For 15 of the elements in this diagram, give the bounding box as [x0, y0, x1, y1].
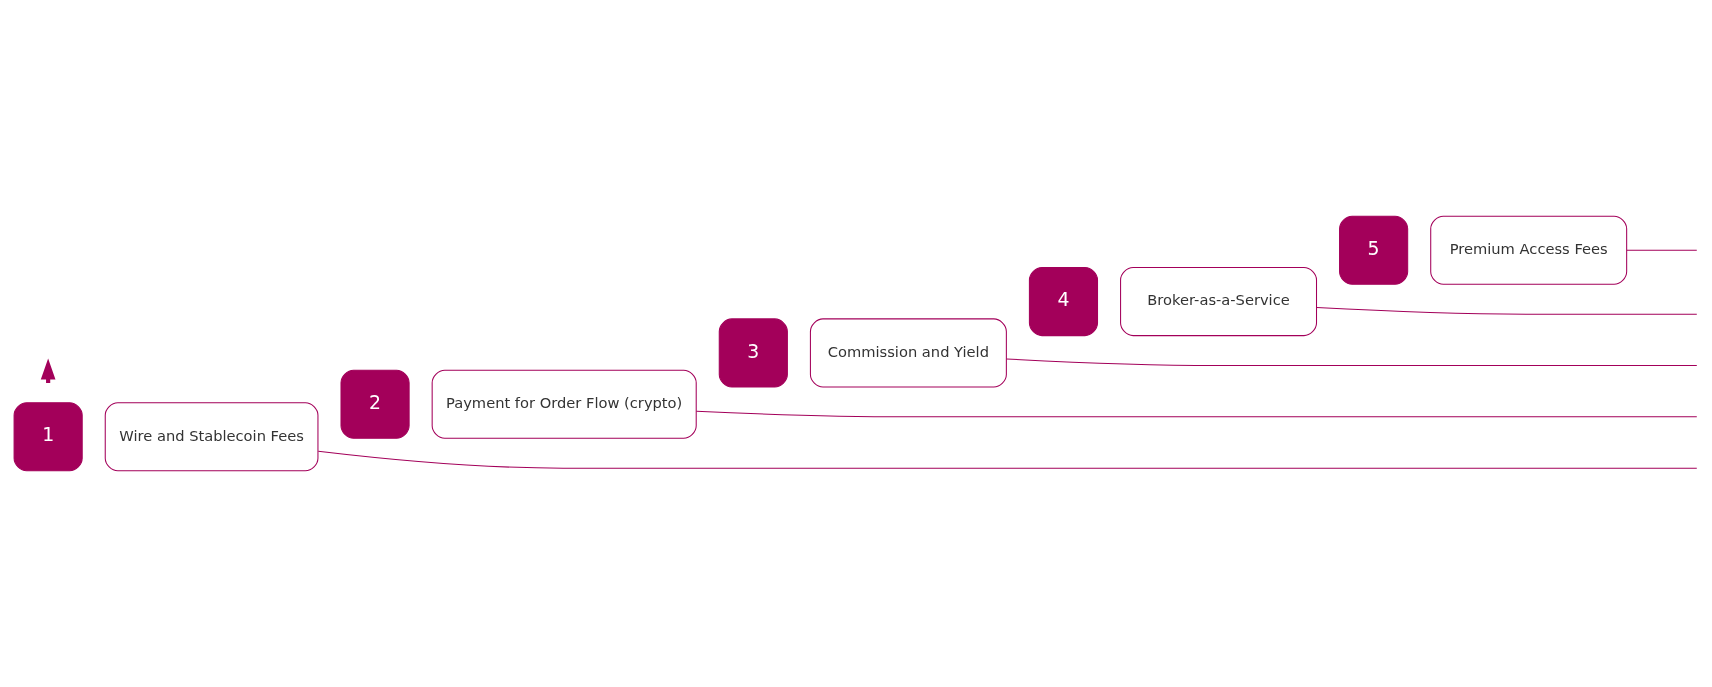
node-box: 4: [1028, 267, 1099, 337]
connector: [317, 450, 1698, 469]
node-box: 1: [13, 402, 83, 472]
node-box: Broker-as-a-Service: [1120, 267, 1318, 337]
node-box: 2: [340, 369, 410, 439]
node-box: Payment for Order Flow (crypto): [431, 369, 697, 439]
node-box: Commission and Yield: [809, 318, 1007, 388]
connector: [1006, 358, 1698, 367]
node-box: 3: [718, 318, 788, 388]
node-box: Wire and Stablecoin Fees: [104, 402, 319, 472]
node-box: Premium Access Fees: [1430, 215, 1628, 285]
connector: [1316, 307, 1698, 315]
connector: [1626, 249, 1698, 251]
node-box: 5: [1339, 215, 1409, 285]
connector: [695, 410, 1698, 418]
